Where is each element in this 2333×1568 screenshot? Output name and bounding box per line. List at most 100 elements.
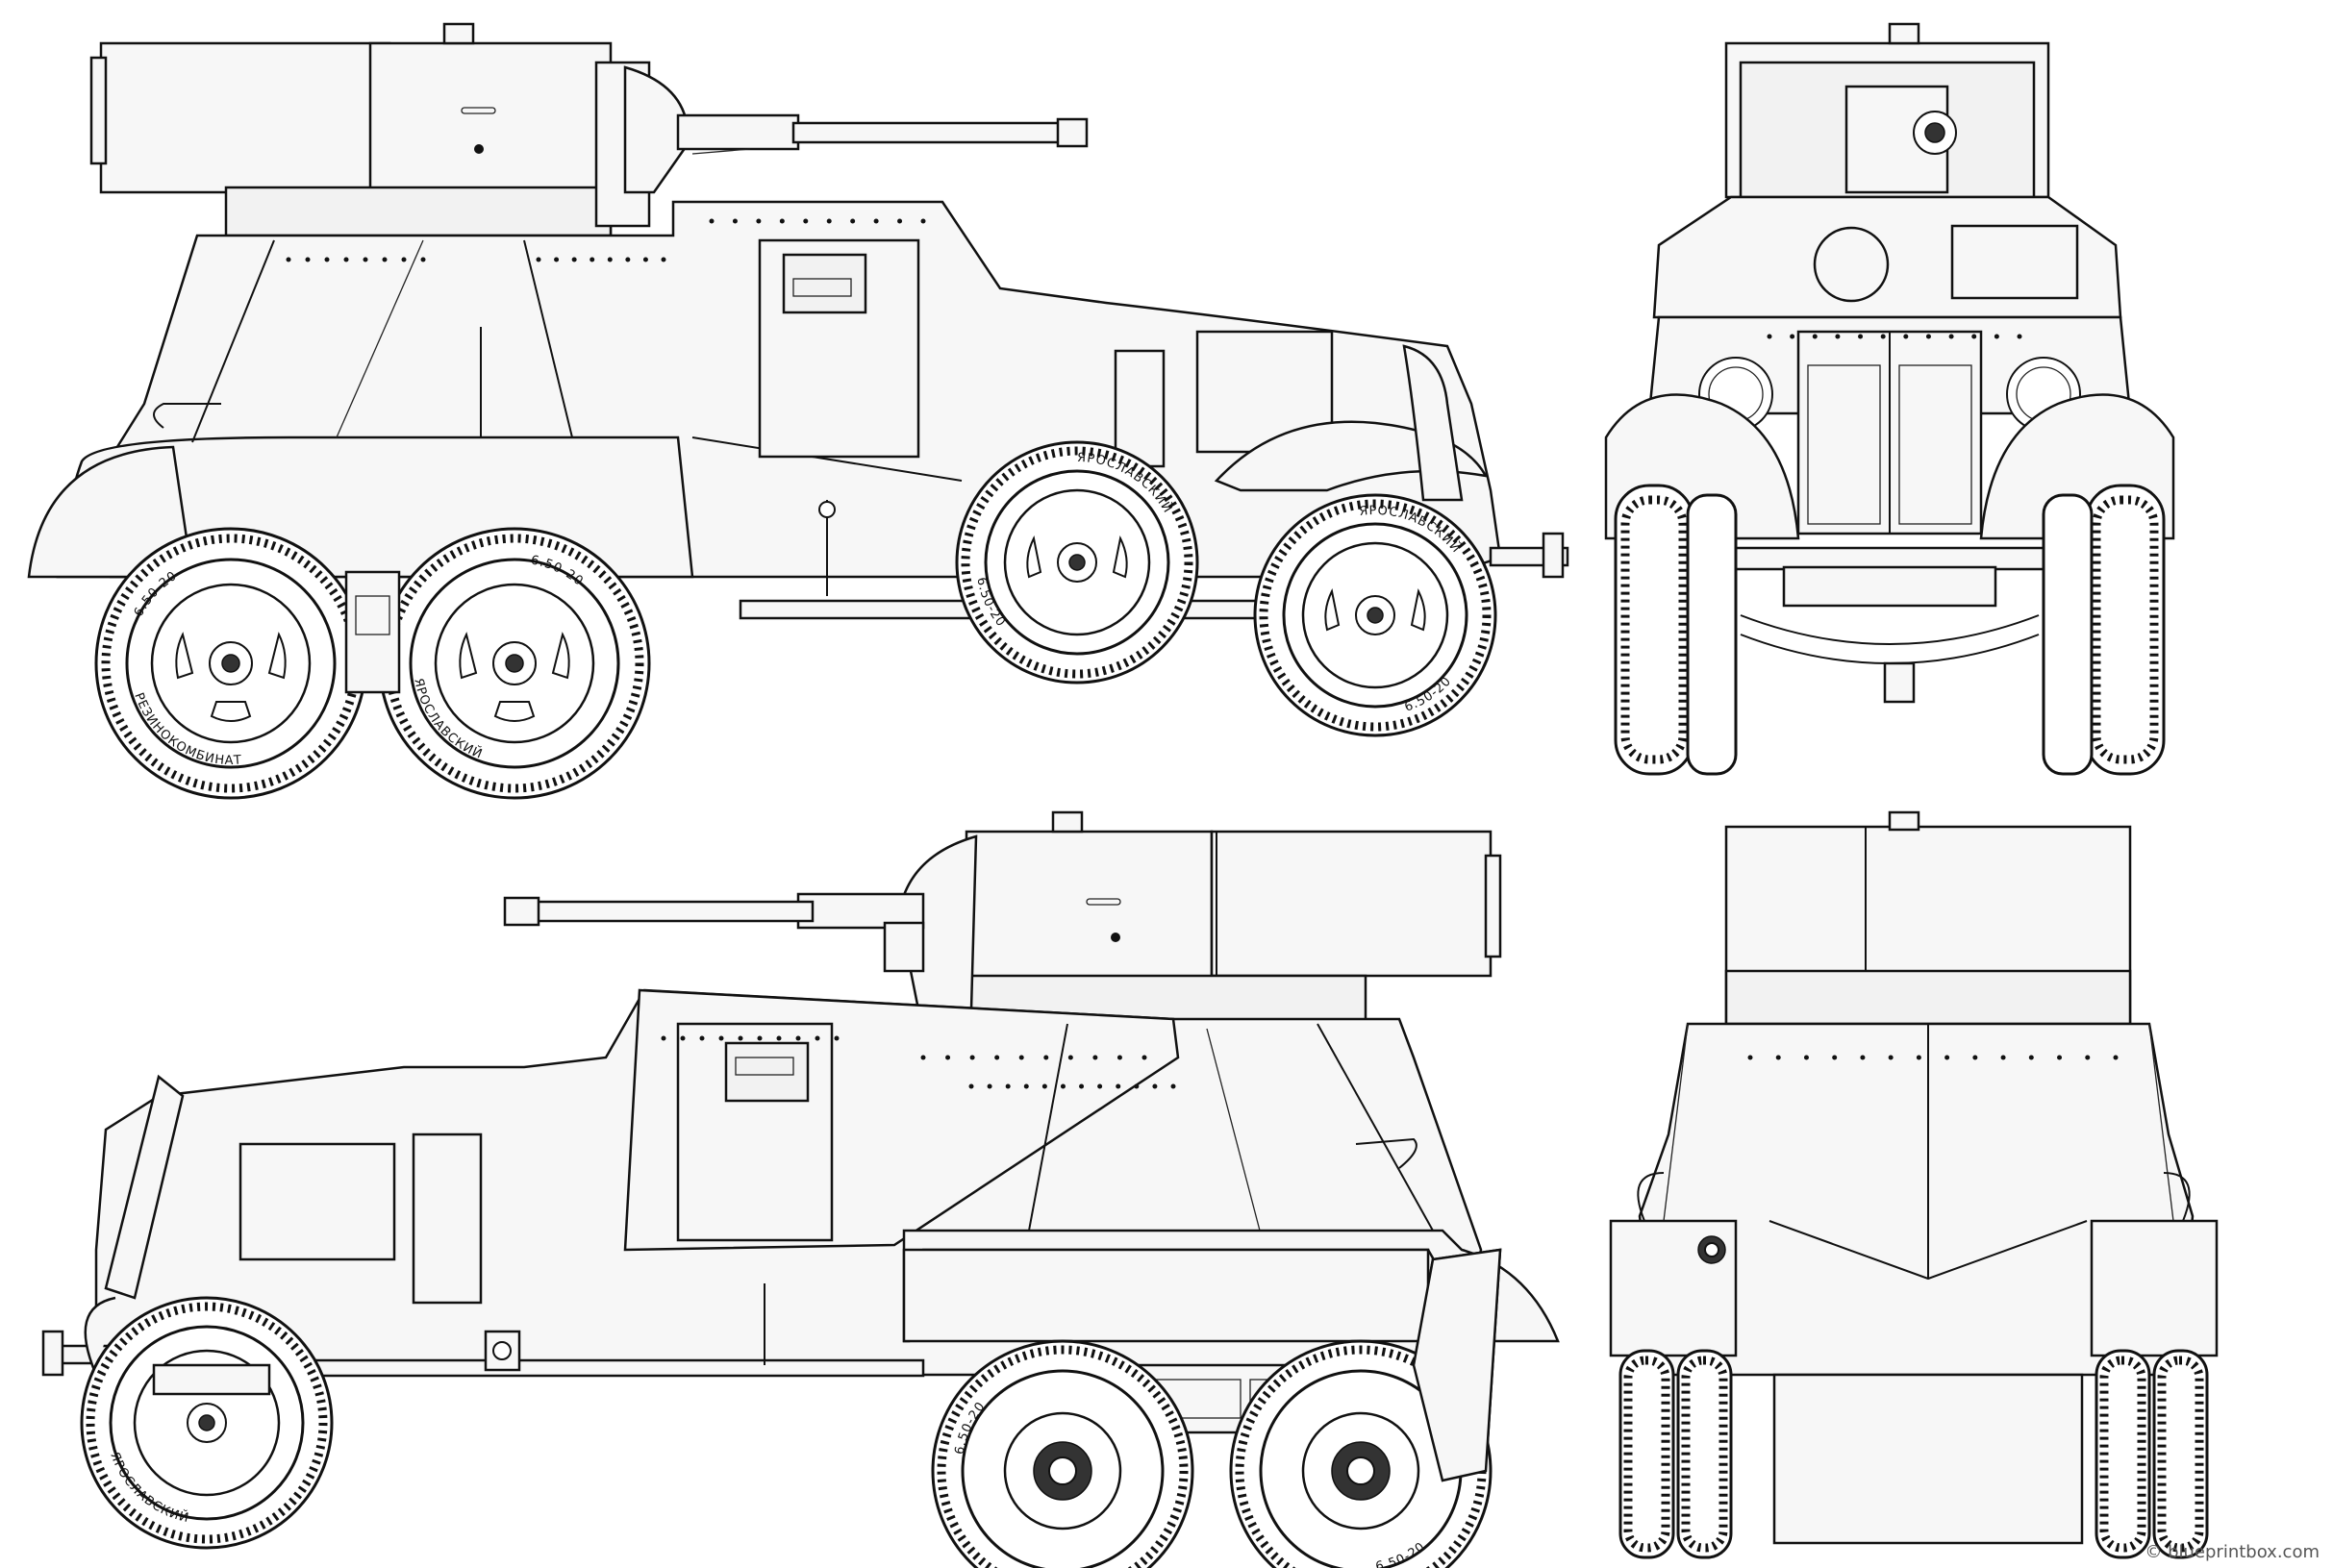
main-gun-side [676,113,1089,155]
rivet [305,257,311,262]
rivet [401,257,407,262]
rivet [987,1083,992,1089]
rivet [920,1055,926,1060]
rivet [873,218,879,224]
rivet [382,257,388,262]
rivet [420,257,426,262]
rivet [1079,1083,1085,1089]
rivet [834,1035,840,1041]
rivet [757,1035,763,1041]
rivet [1018,1055,1024,1060]
turret-side-right [897,810,1502,1026]
rivet [1903,334,1909,339]
rear-wheel-1: 6.50-20 РЕЗИНОКОМБИНАТ [94,527,367,800]
rivet [1152,1083,1158,1089]
rivet [536,257,541,262]
front-view [1604,22,2175,776]
rivet [1948,334,1954,339]
rivet [776,1035,782,1041]
rivet [1925,334,1931,339]
rivet [1860,1055,1866,1060]
front-right-tyre [2042,484,2166,776]
rivet [1790,334,1795,339]
rivet [1116,1055,1122,1060]
rivet [795,1035,801,1041]
rivet [738,1035,743,1041]
rivet [1803,1055,1809,1060]
rivet [363,257,368,262]
rear-wheel-2: 6.50-20 ЯРОСЛАВСКИЙ [378,527,651,800]
rivet [1858,334,1864,339]
rivet [1994,334,1999,339]
rivet [1775,1055,1781,1060]
rivet [897,218,903,224]
rivet [2057,1055,2063,1060]
rivet [968,1083,974,1089]
rivet [2017,334,2022,339]
rivet [1023,1083,1029,1089]
rivet [1060,1083,1066,1089]
rivet [1972,1055,1978,1060]
rivet [1880,334,1886,339]
rivet [718,1035,724,1041]
rivet [1767,334,1772,339]
rivet [1835,334,1841,339]
turret-side [89,22,690,237]
rivet [1005,1083,1011,1089]
rivet [1832,1055,1838,1060]
middle-undercarriage [344,570,401,694]
front-wheel-right: ЯРОСЛАВСКИЙ [80,1296,334,1550]
rivet [1097,1083,1103,1089]
rivet [324,257,330,262]
rivet [732,218,738,224]
rivet [1812,334,1818,339]
rivet [661,257,666,262]
main-gun-side-right [503,892,925,973]
rivet [642,257,648,262]
rivet [1916,1055,1921,1060]
right-side-view: ЯРОСЛАВСКИЙ 6.50-20 6.50-20 [41,810,1560,1568]
rivet [1134,1083,1140,1089]
rivets [286,218,2119,1089]
rivet [779,218,785,224]
rivet [286,257,291,262]
rear-left-tyres [1618,1349,1733,1559]
rivet [343,257,349,262]
front-left-tyre [1614,484,1738,776]
rivet [803,218,809,224]
rivet [680,1035,686,1041]
rivet [699,1035,705,1041]
rear-wheel-right-2: 6.50-20 [1229,1339,1493,1568]
rivet [969,1055,975,1060]
rivet [1092,1055,1098,1060]
rear-view [1609,810,2219,1559]
rivet [815,1035,820,1041]
rivet [2028,1055,2034,1060]
rivet [554,257,560,262]
front-wheel-1: ЯРОСЛАВСКИЙ 6.50-20 [955,440,1199,684]
rivet [1043,1055,1049,1060]
rivet [1971,334,1977,339]
rivet [607,257,613,262]
rivet [994,1055,1000,1060]
rivet [709,218,715,224]
rivet [1141,1055,1147,1060]
rear-right-tyres [2095,1349,2209,1559]
rivet [850,218,856,224]
watermark-text: © blueprintbox.com [2145,1542,2320,1562]
rivet [661,1035,666,1041]
rivet [1747,1055,1753,1060]
rivet [756,218,762,224]
rivet [1041,1083,1047,1089]
front-wheel-2: ЯРОСЛАВСКИЙ 6.50-20 [1253,493,1497,737]
rivet [2000,1055,2006,1060]
rivet [1888,1055,1894,1060]
rivet [1944,1055,1950,1060]
left-side-view: 6.50-20 РЕЗИНОКОМБИНАТ 6.50-20 ЯРОСЛАВСК… [27,22,1569,800]
rivet [2113,1055,2119,1060]
rivet [2085,1055,2091,1060]
rivet [590,257,595,262]
rivet [571,257,577,262]
rivet [1116,1083,1121,1089]
